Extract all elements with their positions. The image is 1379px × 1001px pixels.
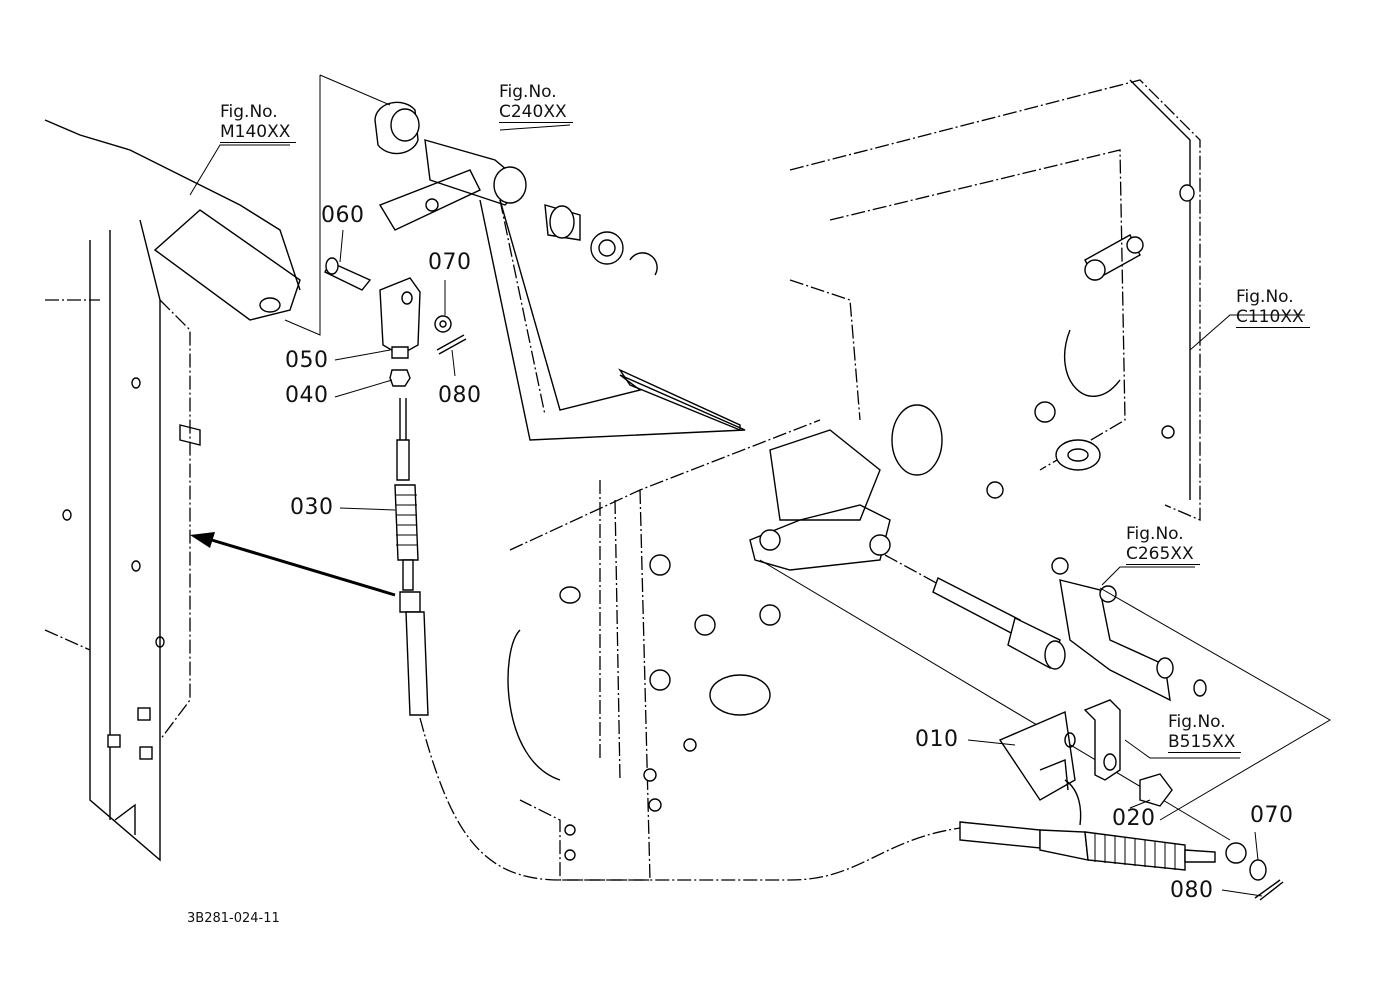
fig-ref-m140xx[interactable]: Fig.No. M140XX xyxy=(220,102,297,143)
clutch-cable xyxy=(394,398,961,881)
cable-lower-end xyxy=(959,821,1284,901)
fig-ref-caption: Fig.No. xyxy=(1126,524,1184,544)
cable-bracket xyxy=(998,699,1173,826)
fig-ref-code: C265XX xyxy=(1126,544,1200,565)
fig-ref-caption: Fig.No. xyxy=(499,82,557,102)
part-callout-020[interactable]: 020 xyxy=(1112,806,1156,831)
fig-ref-code: C240XX xyxy=(499,102,573,123)
frame-panel xyxy=(44,119,301,862)
arrowhead xyxy=(190,532,215,548)
fig-ref-c110xx[interactable]: Fig.No. C110XX xyxy=(1236,287,1310,328)
part-callout-070-upper[interactable]: 070 xyxy=(428,250,472,275)
transmission-housing xyxy=(507,79,1201,881)
direction-arrow xyxy=(204,536,396,597)
fig-ref-code: B515XX xyxy=(1168,732,1242,753)
part-callout-080-lower[interactable]: 080 xyxy=(1170,878,1214,903)
fig-ref-caption: Fig.No. xyxy=(1168,712,1226,732)
part-callout-010[interactable]: 010 xyxy=(915,727,959,752)
leader-bracket-left xyxy=(284,74,391,336)
fig-ref-code: C110XX xyxy=(1236,307,1310,328)
part-callout-060[interactable]: 060 xyxy=(321,203,365,228)
clutch-pedal xyxy=(374,101,746,441)
drawing-number: 3B281-024-11 xyxy=(187,911,280,926)
fig-ref-c240xx[interactable]: Fig.No. C240XX xyxy=(499,82,573,123)
fig-ref-code: M140XX xyxy=(220,122,297,143)
fig-ref-b515xx[interactable]: Fig.No. B515XX xyxy=(1168,712,1242,753)
part-callout-030[interactable]: 030 xyxy=(290,495,334,520)
fig-ref-c265xx[interactable]: Fig.No. C265XX xyxy=(1126,524,1200,565)
fig-ref-caption: Fig.No. xyxy=(220,102,278,122)
part-callout-080-upper[interactable]: 080 xyxy=(438,383,482,408)
release-shaft xyxy=(759,554,1331,841)
fig-ref-caption: Fig.No. xyxy=(1236,287,1294,307)
part-callout-070-lower[interactable]: 070 xyxy=(1250,803,1294,828)
part-callout-050[interactable]: 050 xyxy=(285,348,329,373)
clevis-assembly xyxy=(324,257,467,387)
part-callout-040[interactable]: 040 xyxy=(285,383,329,408)
leader-lines xyxy=(189,124,1305,897)
